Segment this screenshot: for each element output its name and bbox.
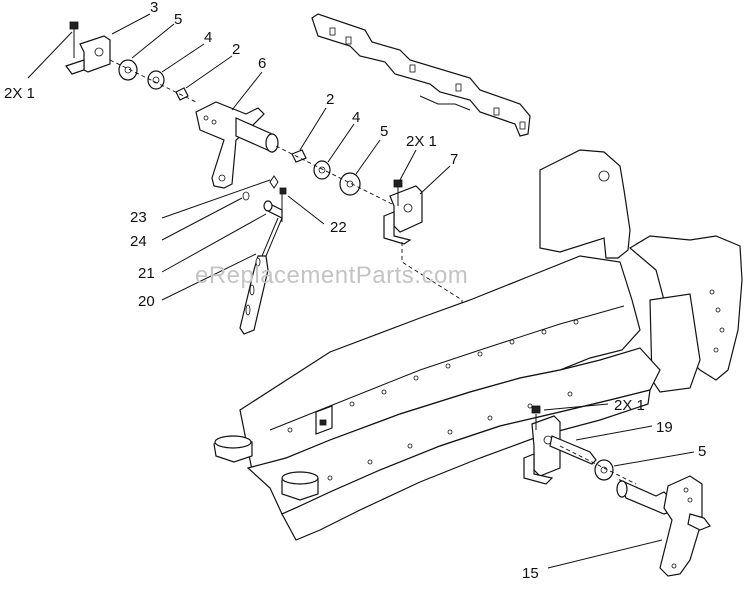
rear-mount-plate <box>311 13 531 137</box>
main-frame <box>239 149 743 541</box>
callout-5-mid: 5 <box>380 123 389 140</box>
bracket-7 <box>383 179 423 245</box>
leader-lines <box>27 13 695 569</box>
callout-4-top: 4 <box>204 29 213 46</box>
callout-15: 15 <box>522 565 539 582</box>
callout-2-mid: 2 <box>326 91 335 108</box>
link-rod-assembly <box>239 175 287 335</box>
clip-2-top <box>175 87 189 101</box>
callout-5-top: 5 <box>174 11 183 28</box>
washer-4-mid <box>313 160 331 180</box>
rubber-bumper-left <box>213 435 253 463</box>
washer-5-top <box>118 59 138 81</box>
callout-24: 24 <box>130 233 147 250</box>
callout-2x1-top-left: 2X 1 <box>4 85 35 102</box>
callout-2x1-mid: 2X 1 <box>406 133 437 150</box>
callout-6: 6 <box>258 55 267 72</box>
bracket-19 <box>523 405 597 485</box>
callout-21: 21 <box>138 265 155 282</box>
callout-23: 23 <box>130 209 147 226</box>
callout-2-top: 2 <box>232 41 241 58</box>
pedal-arm-6 <box>195 101 279 189</box>
callout-7: 7 <box>450 151 459 168</box>
callout-19: 19 <box>656 419 673 436</box>
callout-2x1-bottom: 2X 1 <box>614 397 645 414</box>
callout-5-bottom: 5 <box>698 443 707 460</box>
bracket-3 <box>65 21 111 75</box>
watermark: eReplacementParts.com <box>195 262 469 289</box>
washer-5-mid <box>339 172 361 196</box>
pedal-arm-15 <box>616 475 711 577</box>
rubber-bumper-right <box>281 471 319 501</box>
callout-3: 3 <box>150 0 159 16</box>
callout-20: 20 <box>138 293 155 310</box>
callout-22: 22 <box>330 219 347 236</box>
callout-4-mid: 4 <box>352 109 361 126</box>
washer-5-bottom <box>594 459 614 481</box>
